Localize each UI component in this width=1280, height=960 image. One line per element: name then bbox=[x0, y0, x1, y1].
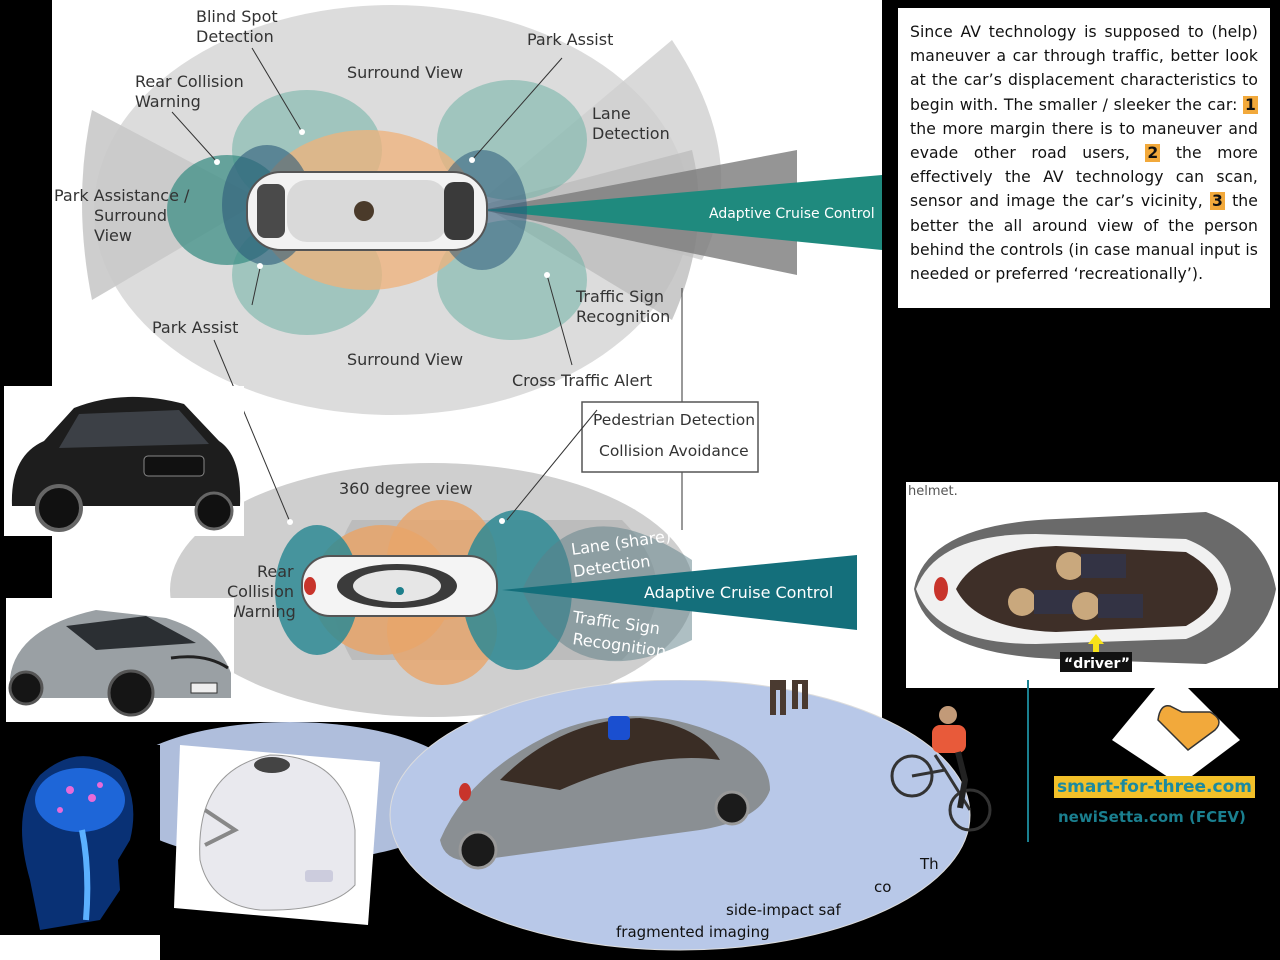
label-surround-view-bottom: Surround View bbox=[347, 350, 463, 369]
label-blind-spot-1: Blind Spot bbox=[196, 7, 278, 26]
driver-label: “driver” bbox=[1064, 656, 1130, 672]
label-park-assist-top: Park Assist bbox=[527, 30, 613, 49]
sev-car-photo bbox=[6, 598, 234, 722]
cyclist-image bbox=[890, 706, 992, 832]
label-blind-spot-2: Detection bbox=[196, 27, 274, 46]
suv-photo bbox=[4, 386, 244, 536]
label-360-view: 360 degree view bbox=[339, 479, 473, 498]
bottom-leader-lines bbox=[213, 339, 598, 523]
helmet-image bbox=[174, 745, 380, 925]
three-seater-top-view: “driver” bbox=[914, 512, 1276, 672]
label-park-assistance-2: Surround bbox=[94, 206, 167, 225]
top-sensor-diagram: Blind Spot Detection Rear Collision Warn… bbox=[54, 5, 882, 530]
small-car-top-view bbox=[301, 555, 498, 617]
caption-fragment-4: fragmented imaging bbox=[616, 923, 770, 941]
point-2-text: the more effectively the AV technology c… bbox=[910, 144, 1258, 211]
bottom-sensor-dots bbox=[287, 518, 505, 525]
label-cross-traffic: Cross Traffic Alert bbox=[512, 371, 652, 390]
label-park-assist-bottom: Park Assist bbox=[152, 318, 238, 337]
callout-line-2: Collision Avoidance bbox=[599, 442, 749, 460]
pod-vehicle-image bbox=[440, 716, 770, 870]
caption-fragment-1: Th bbox=[920, 855, 939, 873]
smart-for-three-link[interactable]: smart-for-three.com bbox=[1054, 776, 1255, 798]
pedestrian-callout-box: Pedestrian Detection Collision Avoidance bbox=[581, 401, 759, 473]
bottom-sensor-diagram: 360 degree view Rear Collision Warning L… bbox=[170, 339, 857, 717]
adaptive-cruise-beam-bottom bbox=[502, 555, 857, 630]
label-surround-view-top: Surround View bbox=[347, 63, 463, 82]
caption-fragment-3: side-impact saf bbox=[726, 901, 841, 919]
point-1-text: the more margin there is to maneuver and… bbox=[910, 119, 1258, 163]
helmet-partial-text: helmet. bbox=[908, 484, 958, 499]
intro-text: Since AV technology is supposed to (help… bbox=[910, 23, 1258, 114]
pedestrians-image bbox=[770, 680, 808, 715]
car-top-view bbox=[246, 171, 488, 251]
point-1-number: 1 bbox=[1243, 95, 1258, 114]
brain-head-image bbox=[0, 745, 160, 955]
label-lane-detection-2: Detection bbox=[592, 124, 670, 143]
adas-diagram-panel: Blind Spot Detection Rear Collision Warn… bbox=[52, 0, 917, 722]
label-park-assistance-1: Park Assistance / bbox=[54, 186, 190, 205]
label-adaptive-cruise-top: Adaptive Cruise Control bbox=[709, 206, 875, 222]
label-traffic-sign-2: Recognition bbox=[576, 307, 670, 326]
point-2-number: 2 bbox=[1145, 144, 1161, 163]
label-rear-collision-2: Warning bbox=[135, 92, 201, 111]
label-rear-cw-1: Rear bbox=[257, 562, 294, 581]
three-seater-panel: helmet. “driver” bbox=[906, 482, 1278, 688]
label-rear-cw-3: Warning bbox=[230, 602, 296, 621]
label-adaptive-cruise-bottom: Adaptive Cruise Control bbox=[644, 583, 833, 602]
label-traffic-sign-1: Traffic Sign bbox=[575, 287, 664, 306]
adaptive-cruise-beam bbox=[482, 175, 882, 250]
label-rear-cw-2: Collision bbox=[227, 582, 294, 601]
newisetta-link[interactable]: newiSetta.com (FCEV) bbox=[1058, 808, 1246, 826]
occupant-heads bbox=[1008, 552, 1143, 620]
adas-diagram-svg: Blind Spot Detection Rear Collision Warn… bbox=[54, 5, 917, 717]
pointing-hand-icon bbox=[1112, 680, 1240, 785]
caption-fragment-2: co bbox=[874, 878, 892, 896]
label-lane-detection-1: Lane bbox=[592, 104, 631, 123]
label-rear-collision-1: Rear Collision bbox=[135, 72, 244, 91]
explanation-text-box: Since AV technology is supposed to (help… bbox=[898, 8, 1270, 308]
callout-line-1: Pedestrian Detection bbox=[593, 411, 755, 429]
label-park-assistance-3: View bbox=[94, 226, 132, 245]
sensor-dots bbox=[214, 129, 550, 278]
bottom-collage bbox=[0, 680, 1240, 960]
point-3-number: 3 bbox=[1209, 192, 1225, 211]
point-3-text: the better the all around view of the pe… bbox=[910, 192, 1258, 284]
